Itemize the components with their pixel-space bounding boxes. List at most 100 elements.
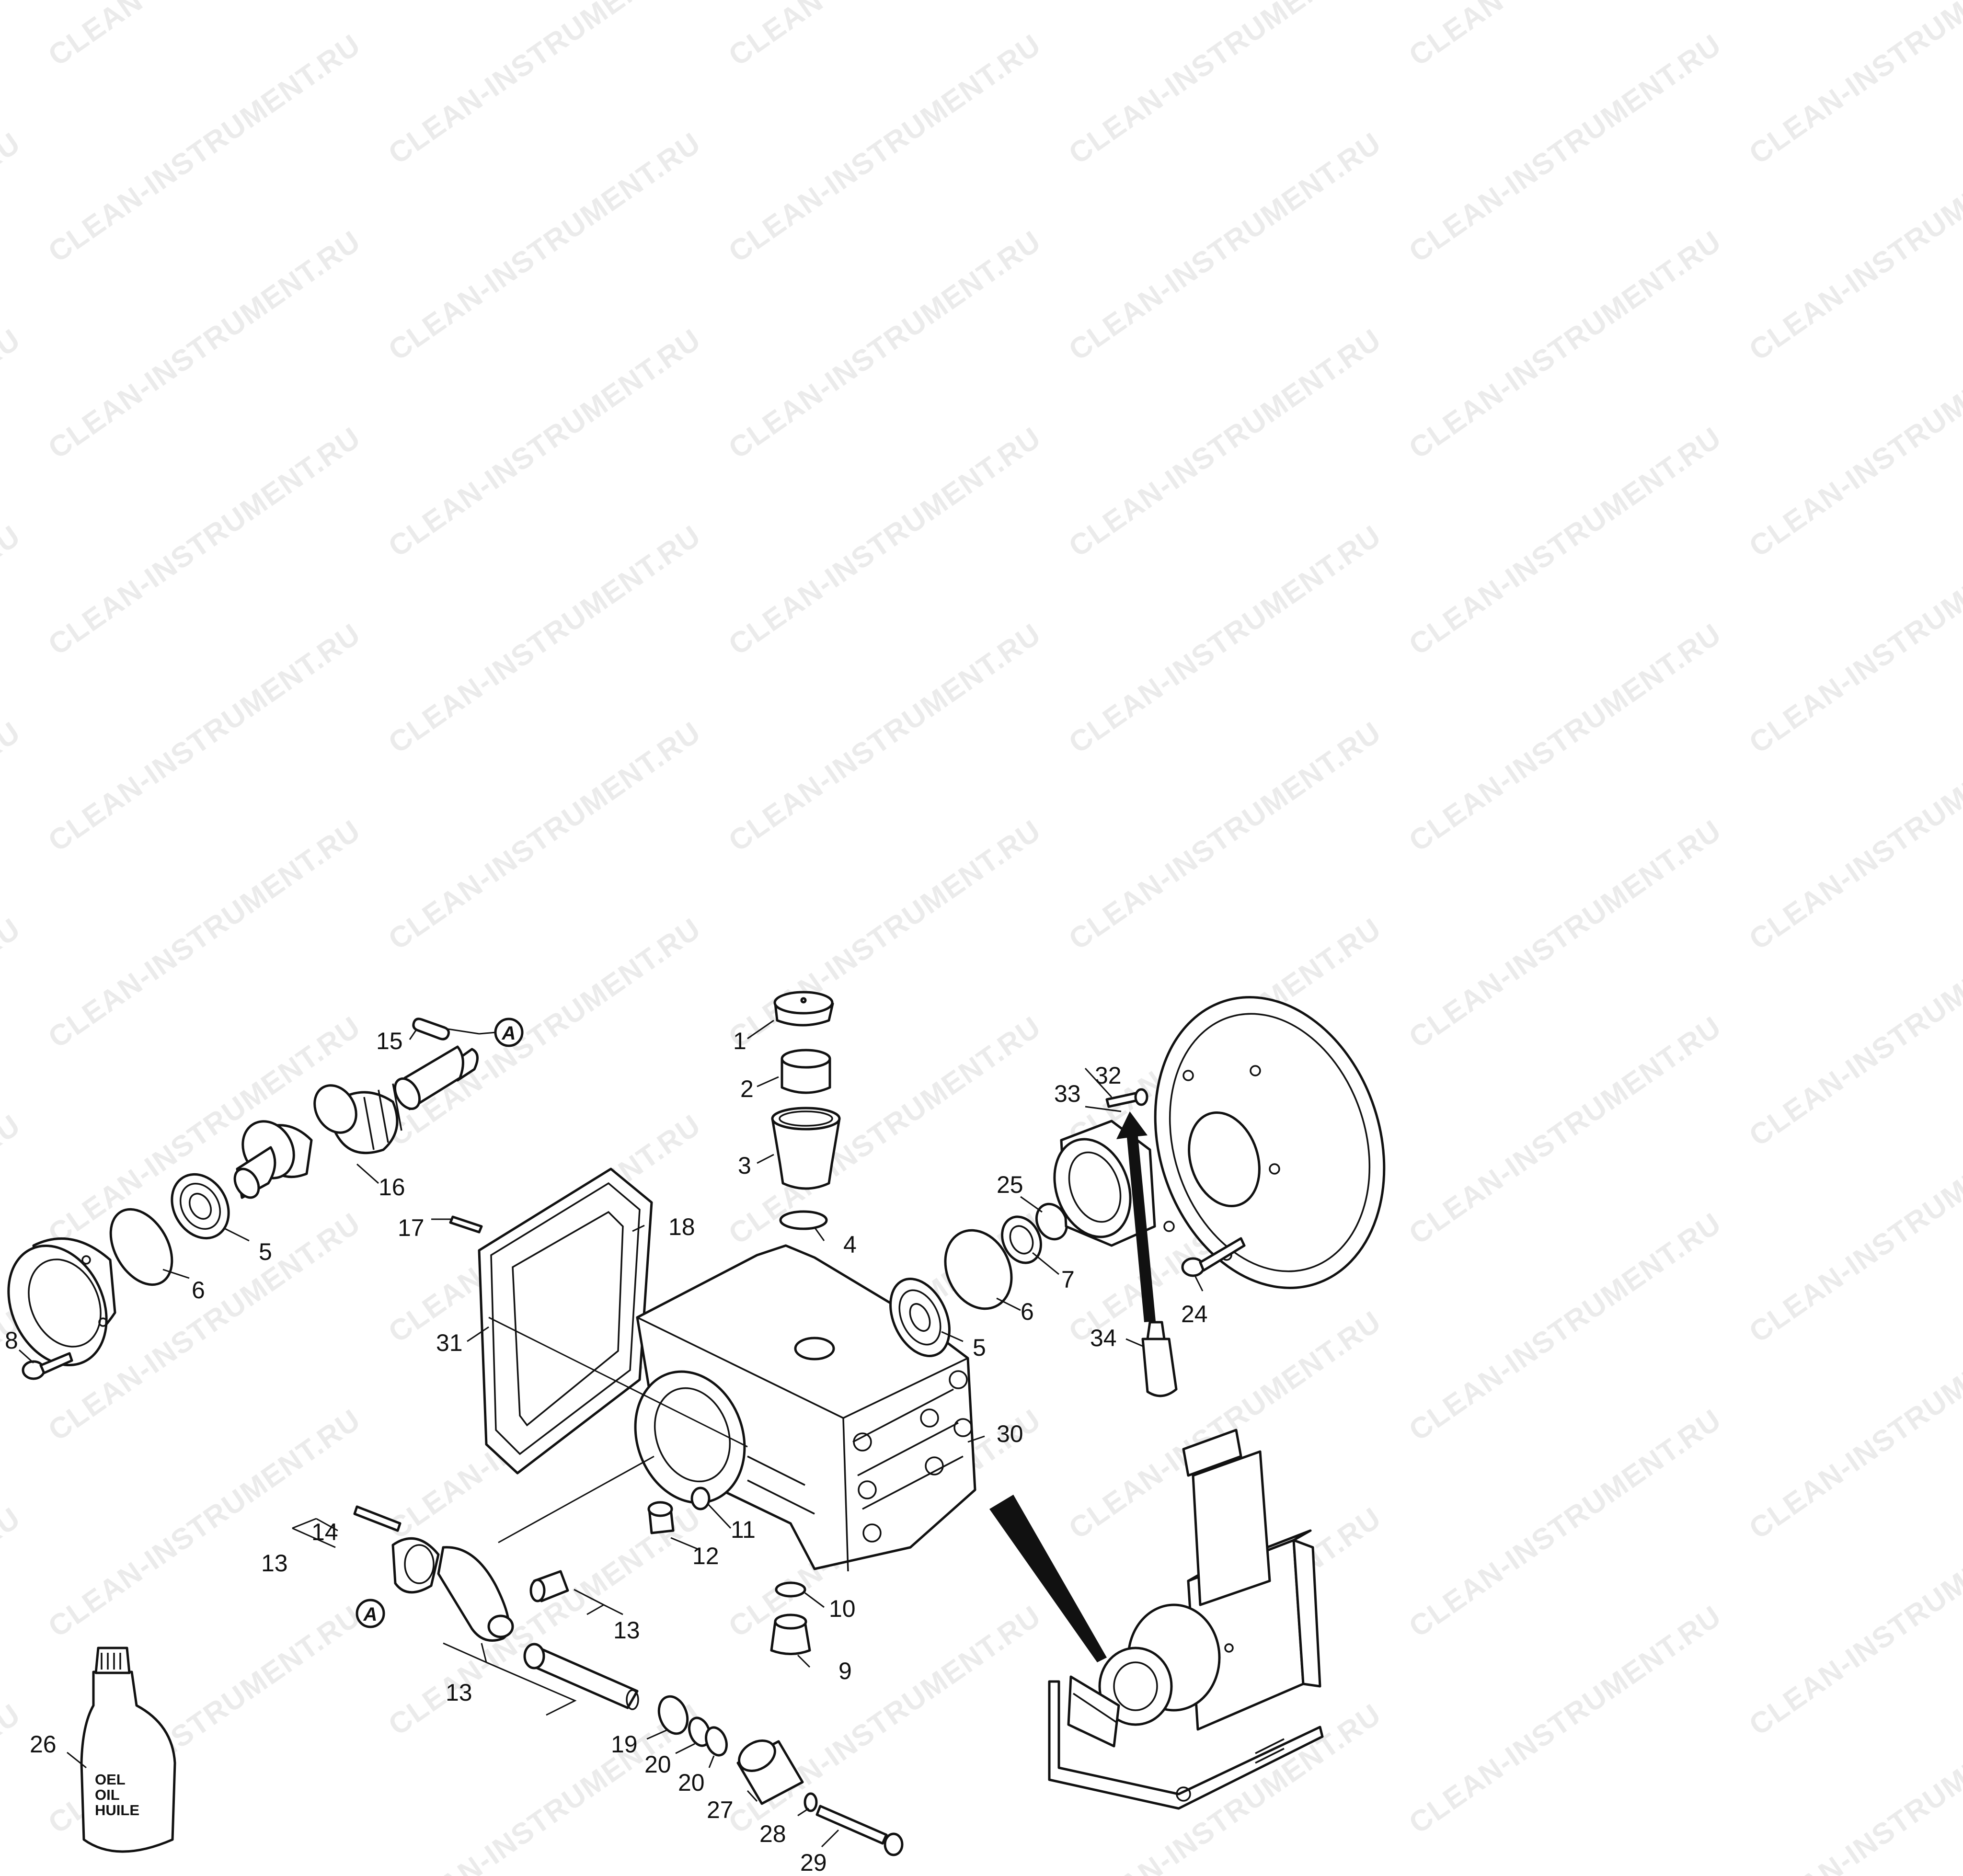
watermark-text: CLEAN-INSTRUMENT.RU: [1743, 322, 1963, 563]
watermark-text: CLEAN-INSTRUMENT.RU: [382, 322, 707, 563]
callout-5a: 5: [259, 1238, 272, 1265]
watermark-text: CLEAN-INSTRUMENT.RU: [382, 715, 707, 956]
part-plug-12: [647, 1501, 675, 1534]
svg-text:A: A: [502, 1023, 516, 1044]
callout-7: 7: [1061, 1266, 1075, 1293]
pointer-arrow-up: [1116, 1111, 1156, 1322]
part-key: [412, 1018, 450, 1041]
callout-24: 24: [1181, 1301, 1208, 1327]
part-grease-tube-34: [1141, 1321, 1178, 1397]
callout-4: 4: [843, 1231, 857, 1258]
part-screw-32: [1105, 1088, 1148, 1108]
watermark-text: CLEAN-INSTRUMENT.RU: [42, 224, 367, 465]
part-screw-8: [22, 1352, 73, 1380]
watermark-text: CLEAN-INSTRUMENT.RU: [723, 617, 1047, 858]
callout-10: 10: [829, 1595, 856, 1622]
watermark-text: CLEAN-INSTRUMENT.RU: [1063, 715, 1387, 956]
watermark-text: CLEAN-INSTRUMENT.RU: [1063, 322, 1387, 563]
callout-6b: 6: [1021, 1298, 1034, 1325]
part-bearing-flange: [1053, 1120, 1156, 1247]
part-sleeve: [781, 1049, 831, 1094]
callout-3: 3: [738, 1152, 751, 1179]
watermark-text: CLEAN-INSTRUMENT.RU: [723, 224, 1047, 465]
callout-17: 17: [398, 1214, 425, 1241]
part-bearing-5-left: [171, 1173, 230, 1240]
callout-27: 27: [707, 1796, 734, 1823]
svg-text:OIL: OIL: [95, 1786, 120, 1803]
part-plunger-rod: [523, 1643, 639, 1710]
part-washer-28: [804, 1792, 818, 1812]
watermark-text: CLEAN-INSTRUMENT.RU: [1743, 1501, 1963, 1742]
watermark-text: CLEAN-INSTRUMENT.RU: [1063, 519, 1387, 760]
callout-1: 1: [733, 1028, 746, 1054]
watermark-text: CLEAN-INSTRUMENT.RU: [723, 1010, 1047, 1251]
part-cap: [773, 991, 834, 1027]
watermark-text: CLEAN-INSTRUMENT.RU: [1403, 1010, 1727, 1251]
part-plunger-27: [736, 1739, 804, 1805]
callout-5b: 5: [973, 1334, 986, 1361]
part-washer-20b: [705, 1726, 728, 1757]
part-o-ring-6-right: [944, 1229, 1013, 1310]
pointer-arrow-to-machine: [989, 1495, 1107, 1662]
callout-12: 12: [692, 1543, 719, 1569]
part-bolt-29: [815, 1805, 904, 1856]
callout-2: 2: [740, 1075, 754, 1102]
watermark-text: CLEAN-INSTRUMENT.RU: [1743, 519, 1963, 760]
watermark-text: CLEAN-INSTRUMENT.RU: [1743, 715, 1963, 956]
callout-25: 25: [997, 1171, 1023, 1198]
watermark-text: CLEAN-INSTRUMENT.RU: [723, 813, 1047, 1054]
watermark-text: CLEAN-INSTRUMENT.RU: [723, 421, 1047, 662]
watermark-text: CLEAN-INSTRUMENT.RU: [382, 519, 707, 760]
callout-14: 14: [311, 1519, 338, 1545]
callout-13c: 13: [446, 1679, 472, 1706]
watermark-text: CLEAN-INSTRUMENT.RU: [1403, 224, 1727, 465]
watermark-text: CLEAN-INSTRUMENT.RU: [1403, 1206, 1727, 1447]
part-filter-cup: [771, 1107, 841, 1190]
callout-30: 30: [997, 1420, 1023, 1447]
leader-lines: [18, 1019, 1204, 1848]
callout-19: 19: [611, 1731, 638, 1758]
svg-text:OEL: OEL: [95, 1771, 126, 1788]
watermark-text: CLEAN-INSTRUMENT.RU: [723, 1599, 1047, 1840]
callout-32: 32: [1095, 1062, 1122, 1089]
watermark-text: CLEAN-INSTRUMENT.RU: [1743, 1304, 1963, 1545]
callout-6a: 6: [192, 1277, 205, 1304]
callout-34: 34: [1090, 1325, 1117, 1351]
watermark-text: CLEAN-INSTRUMENT.RU: [1403, 1599, 1727, 1840]
watermark-text: CLEAN-INSTRUMENT.RU: [382, 0, 707, 171]
detail-marker-a-top: A: [494, 1018, 524, 1047]
part-screw-24: [1181, 1237, 1246, 1277]
part-o-ring-6-left: [109, 1208, 173, 1286]
callout-26: 26: [30, 1731, 57, 1758]
watermark-text: CLEAN-INSTRUMENT.RU: [1743, 1108, 1963, 1349]
part-piston-pin: [529, 1570, 569, 1602]
part-pump-housing: [634, 1244, 976, 1572]
callout-33: 33: [1054, 1080, 1081, 1107]
callout-9: 9: [838, 1658, 852, 1684]
part-bearing-5-right: [889, 1278, 951, 1357]
callout-18: 18: [668, 1213, 695, 1240]
watermark-text: CLEAN-INSTRUMENT.RU: [382, 1697, 707, 1876]
part-shaft-seal-7: [1001, 1215, 1042, 1264]
callout-13a: 13: [261, 1550, 288, 1577]
watermark-text: CLEAN-INSTRUMENT.RU: [1743, 126, 1963, 367]
watermark-text: CLEAN-INSTRUMENT.RU: [1403, 28, 1727, 269]
detail-marker-a-bottom: A: [356, 1599, 385, 1628]
watermark-text: CLEAN-INSTRUMENT.RU: [42, 28, 367, 269]
callout-11: 11: [731, 1516, 756, 1543]
callout-31: 31: [436, 1329, 463, 1356]
callout-15: 15: [376, 1028, 403, 1054]
callout-labels: 1 2 3 4 5 5 6 6 7 8 9 10 11 12 13 13 13 …: [5, 1028, 1208, 1876]
watermark-text: CLEAN-INSTRUMENT.RU: [0, 1697, 27, 1876]
svg-text:HUILE: HUILE: [95, 1802, 139, 1819]
watermark-text: CLEAN-INSTRUMENT.RU: [723, 28, 1047, 269]
watermark-text: CLEAN-INSTRUMENT.RU: [1063, 126, 1387, 367]
part-bearing-cover-left: [7, 1237, 116, 1366]
watermark-text: CLEAN-INSTRUMENT.RU: [1743, 0, 1963, 171]
svg-text:A: A: [363, 1604, 378, 1625]
part-screw-14: [353, 1505, 402, 1532]
part-motor-flange-plate: [1154, 996, 1386, 1289]
part-cover-gasket: [478, 1167, 653, 1475]
watermark-text: CLEAN-INSTRUMENT.RU: [1743, 912, 1963, 1153]
